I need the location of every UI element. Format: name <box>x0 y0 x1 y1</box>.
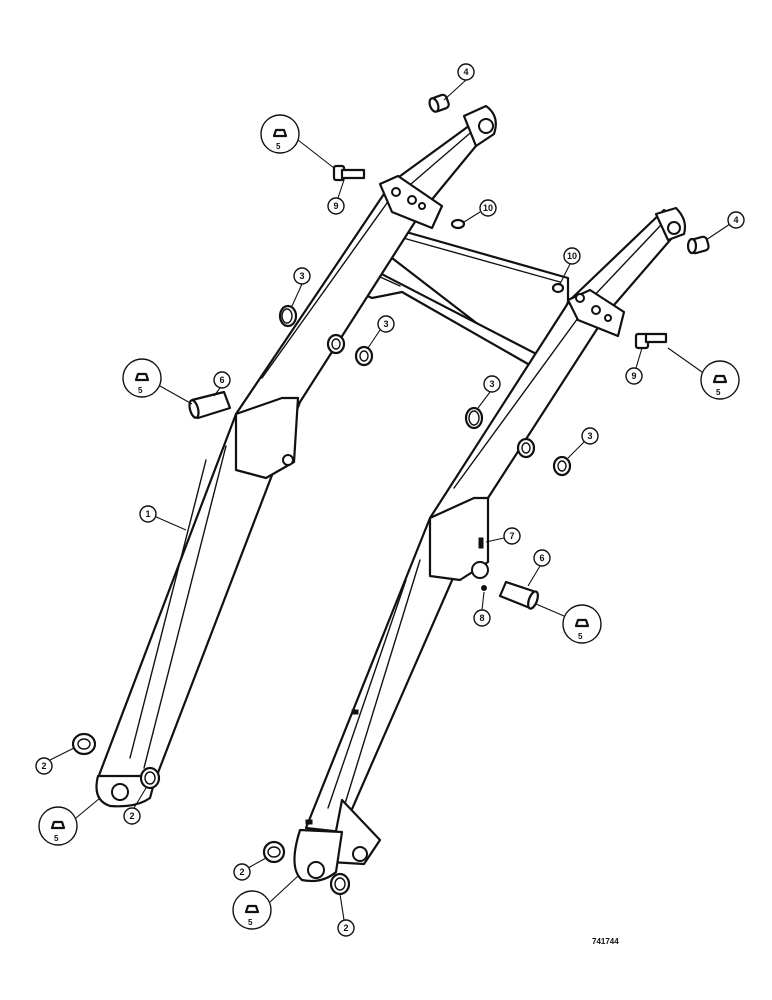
left-arm-tip-bore <box>478 118 494 134</box>
callout-7: 7 <box>509 531 514 541</box>
ring-10-right <box>551 282 565 294</box>
callout-4-left: 4 <box>463 67 468 77</box>
callout-2-d: 2 <box>343 923 348 933</box>
bushing-4-left <box>428 93 450 113</box>
loose-parts <box>71 93 710 896</box>
pin-6-right <box>498 580 539 610</box>
callout-3-d: 3 <box>587 431 592 441</box>
ring-10-left <box>450 218 466 230</box>
grease-detail-5e-label: 5 <box>54 834 59 843</box>
callout-8: 8 <box>479 613 484 623</box>
bushing-3-d <box>464 406 484 430</box>
right-bottom-pivot <box>293 828 344 883</box>
left-bracket-hole-a <box>391 187 401 197</box>
callout-3-c: 3 <box>489 379 494 389</box>
right-arm-mark-upper <box>351 709 359 715</box>
left-bracket-hole-c <box>418 202 426 210</box>
callout-1: 1 <box>145 509 150 519</box>
callout-3-b: 3 <box>383 319 388 329</box>
right-arm-mark-lower <box>305 819 313 825</box>
bushing-2-c <box>262 840 286 864</box>
left-bottom-bore <box>111 783 129 801</box>
right-bracket-hole-a <box>575 293 585 303</box>
callout-9-left: 9 <box>333 201 338 211</box>
left-plate-hole <box>282 454 294 466</box>
bushing-4-right <box>686 235 710 255</box>
bushing-3-f <box>552 455 572 477</box>
bushing-3-a <box>278 304 298 328</box>
bushing-3-b <box>326 333 346 355</box>
callout-6-left: 6 <box>219 375 224 385</box>
grease-detail-5f-label: 5 <box>248 918 253 927</box>
fitting-7 <box>478 537 484 549</box>
grease-detail-5c-label: 5 <box>716 388 721 397</box>
bushing-3-e <box>516 437 536 459</box>
right-arm-tip-bore <box>667 221 681 235</box>
grease-detail-5a: 5 <box>260 114 335 169</box>
grease-detail-5f: 5 <box>232 875 299 930</box>
bushing-2-b <box>139 766 161 790</box>
bolt-9-right <box>634 332 668 350</box>
callout-2-a: 2 <box>41 761 46 771</box>
grease-detail-5b: 5 <box>122 358 193 405</box>
callout-10-right: 10 <box>567 251 577 261</box>
bushing-2-a <box>71 732 97 756</box>
callout-9-right: 9 <box>631 371 636 381</box>
grease-detail-5c: 5 <box>667 347 740 400</box>
right-bracket-hole-b <box>591 305 601 315</box>
boom-assembly <box>95 104 687 883</box>
grease-detail-5d: 5 <box>535 603 602 644</box>
bushing-2-d <box>329 872 351 896</box>
right-bracket-hole-c <box>604 314 612 322</box>
callout-2-c: 2 <box>239 867 244 877</box>
right-bottom-bore <box>307 861 325 879</box>
right-side-plate <box>428 496 490 582</box>
figure-code: 741744 <box>592 937 619 946</box>
bushing-3-c <box>354 345 374 367</box>
right-gusset-bore <box>352 846 368 862</box>
grease-detail-5a-label: 5 <box>276 142 281 151</box>
left-side-plate <box>234 396 300 480</box>
bolt-9-left <box>332 164 366 182</box>
callout-2-b: 2 <box>129 811 134 821</box>
callout-6-right: 6 <box>539 553 544 563</box>
callout-3-a: 3 <box>299 271 304 281</box>
left-bracket-hole-b <box>407 195 417 205</box>
grease-detail-5e: 5 <box>38 797 101 846</box>
callout-10-left: 10 <box>483 203 493 213</box>
callouts: 4 4 9 9 10 10 3 3 3 3 6 <box>35 63 745 937</box>
fitting-8 <box>481 585 487 591</box>
grease-detail-5b-label: 5 <box>138 386 143 395</box>
pin-6-left <box>188 390 232 420</box>
callout-4-right: 4 <box>733 215 738 225</box>
grease-detail-5d-label: 5 <box>578 632 583 641</box>
right-plate-hole <box>471 561 489 579</box>
